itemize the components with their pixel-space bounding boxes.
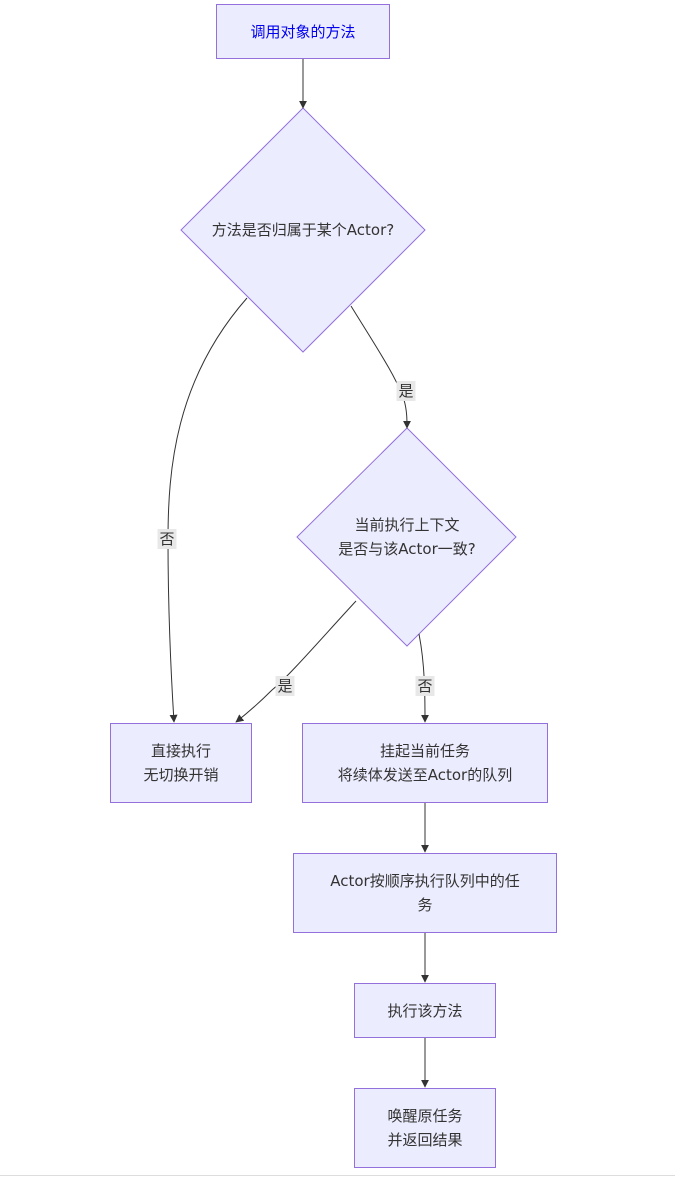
decision-context-diamond bbox=[296, 427, 517, 647]
node-suspend-text-line: 将续体发送至Actor的队列 bbox=[337, 766, 513, 784]
node-exec-method: 执行该方法 bbox=[354, 983, 496, 1038]
node-resume-text-line: 唤醒原任务 bbox=[387, 1107, 463, 1125]
edge-actor-yes bbox=[350, 305, 411, 429]
node-suspend-text-line: 挂起当前任务 bbox=[379, 742, 470, 760]
node-exec-method-text-line: 执行该方法 bbox=[387, 1001, 463, 1020]
decision-actor-diamond bbox=[180, 107, 426, 353]
node-direct-exec: 直接执行无切换开销 bbox=[110, 723, 252, 803]
node-actor-exec-queue: Actor按顺序执行队列中的任务 bbox=[293, 853, 557, 933]
node-exec-method-text: 执行该方法 bbox=[387, 999, 462, 1023]
decision-context-text-line: 是否与该Actor一致? bbox=[338, 540, 476, 558]
bottom-divider bbox=[0, 1175, 675, 1176]
decision-actor-text-line: 方法是否归属于某个Actor? bbox=[211, 221, 395, 239]
node-suspend-text: 挂起当前任务将续体发送至Actor的队列 bbox=[338, 739, 512, 787]
decision-context-text-line: 当前执行上下文 bbox=[354, 516, 460, 534]
edge-actor-no bbox=[167, 297, 248, 723]
node-direct-exec-text-line: 直接执行 bbox=[150, 742, 211, 760]
edge-label-context-no: 否 bbox=[415, 676, 435, 696]
edge-context-yes bbox=[235, 600, 357, 723]
node-start-text-line: 调用对象的方法 bbox=[250, 22, 356, 41]
node-resume-text-line: 并返回结果 bbox=[387, 1131, 463, 1149]
node-direct-exec-text: 直接执行无切换开销 bbox=[143, 739, 218, 787]
node-actor-exec-queue-text: Actor按顺序执行队列中的任务 bbox=[330, 869, 519, 917]
node-resume: 唤醒原任务并返回结果 bbox=[354, 1088, 496, 1168]
node-actor-exec-queue-text-line: 务 bbox=[417, 896, 433, 914]
node-direct-exec-text-line: 无切换开销 bbox=[143, 766, 219, 784]
decision-actor-text: 方法是否归属于某个Actor? bbox=[212, 218, 394, 242]
edge-label-actor-no: 否 bbox=[157, 529, 177, 549]
node-actor-exec-queue-text-line: Actor按顺序执行队列中的任 bbox=[330, 872, 520, 890]
node-resume-text: 唤醒原任务并返回结果 bbox=[387, 1104, 462, 1152]
decision-context-text: 当前执行上下文是否与该Actor一致? bbox=[338, 513, 475, 561]
edge-label-actor-yes: 是 bbox=[396, 381, 416, 401]
node-suspend: 挂起当前任务将续体发送至Actor的队列 bbox=[302, 723, 548, 803]
node-start-text: 调用对象的方法 bbox=[250, 20, 355, 44]
edge-label-context-yes: 是 bbox=[275, 676, 295, 696]
node-start: 调用对象的方法 bbox=[216, 4, 390, 59]
